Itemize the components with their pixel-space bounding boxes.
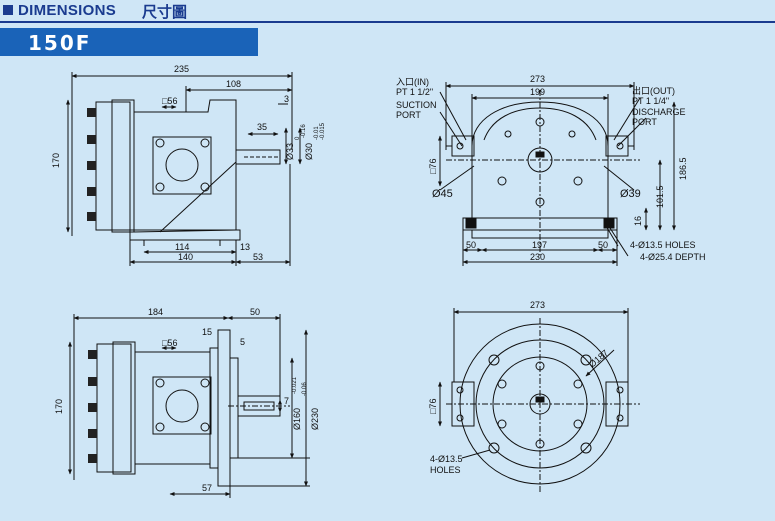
dim-50: 50 xyxy=(250,307,260,317)
header-rule xyxy=(0,21,775,23)
dim-184: 184 xyxy=(148,307,163,317)
dim-7-tol: -0.021 xyxy=(292,376,298,394)
view-top-left xyxy=(66,72,302,266)
dim-199: 199 xyxy=(530,87,545,97)
dim-16: 16 xyxy=(633,216,643,226)
dim-15: 15 xyxy=(202,327,212,337)
depth-label: 4-Ø25.4 DEPTH xyxy=(640,252,706,262)
suction-port-label: PORT xyxy=(396,110,421,120)
page-title: DIMENSIONS xyxy=(18,2,117,19)
dim-76-top: □76 xyxy=(428,159,438,174)
dim-56-bottom: □56 xyxy=(162,338,177,348)
header-square-icon xyxy=(3,5,13,15)
dim-187: Ø187 xyxy=(587,348,610,370)
model-number: 150F xyxy=(28,31,92,55)
view-bottom-left-labels: 184 50 15 5 □56 170 7 -0.021 Ø160 -0.06 … xyxy=(54,307,320,493)
view-top-right-labels: 273 199 入口(IN) PT 1 1/2" SUCTION PORT 出口… xyxy=(396,74,706,262)
dim-50-right: 50 xyxy=(598,240,608,250)
suction-label: SUCTION xyxy=(396,100,437,110)
dim-56: □56 xyxy=(162,96,177,106)
out-label: 出口(OUT) xyxy=(632,85,675,96)
page-title-chinese: 尺寸圖 xyxy=(142,3,188,21)
dim-33: Ø33 xyxy=(285,143,295,160)
view-top-right xyxy=(438,82,676,266)
holes-bottom-2: HOLES xyxy=(430,465,461,475)
dim-230-top: 230 xyxy=(530,252,545,262)
dim-76-bottom: □76 xyxy=(428,399,438,414)
dim-235: 235 xyxy=(174,64,189,74)
dim-50-left: 50 xyxy=(466,240,476,250)
dim-5: 5 xyxy=(240,337,245,347)
discharge-label: DISCHARGE xyxy=(632,107,686,117)
dim-140: 140 xyxy=(178,252,193,262)
page-header: DIMENSIONS 尺寸圖 xyxy=(0,0,775,22)
dim-3: 3 xyxy=(284,94,289,104)
in-size: PT 1 1/2" xyxy=(396,87,433,97)
holes-bottom-1: 4-Ø13.5 xyxy=(430,454,463,464)
out-size: PT 1 1/4" xyxy=(632,96,669,106)
dim-7: 7 xyxy=(284,396,289,406)
dim-35: 35 xyxy=(257,122,267,132)
dim-197: 197 xyxy=(532,240,547,250)
discharge-port-label: PORT xyxy=(632,117,657,127)
dim-30-tol-top: -0.01 xyxy=(314,126,320,140)
view-bottom-right-labels: 273 Ø187 □76 4-Ø13.5 HOLES xyxy=(428,300,610,475)
dim-160: Ø160 xyxy=(292,408,302,430)
dim-186-5: 186.5 xyxy=(678,157,688,180)
dim-53: 53 xyxy=(253,252,263,262)
view-top-left-labels: 235 108 3 □56 35 170 Ø33 0 -0.16 Ø30 -0.… xyxy=(51,64,326,262)
dim-39: Ø39 xyxy=(620,188,641,200)
dim-230-bottom: Ø230 xyxy=(310,408,320,430)
dim-33-tol-bot: -0.16 xyxy=(301,124,307,138)
dim-114: 114 xyxy=(175,242,189,252)
view-bottom-right xyxy=(438,308,640,492)
dim-108: 108 xyxy=(226,79,241,89)
in-label: 入口(IN) xyxy=(396,77,429,87)
dim-57: 57 xyxy=(202,483,212,493)
dim-13: 13 xyxy=(240,242,250,252)
dim-45: Ø45 xyxy=(432,188,453,200)
dim-170: 170 xyxy=(51,153,61,168)
dim-30-tol-bot: -0.015 xyxy=(320,122,326,140)
dim-101-5: 101.5 xyxy=(655,185,665,208)
holes-label: 4-Ø13.5 HOLES xyxy=(630,240,696,250)
dim-273-top: 273 xyxy=(530,74,545,84)
dim-33-tol-top: 0 xyxy=(295,136,301,140)
dim-160-tol: -0.06 xyxy=(302,382,308,396)
dim-30: Ø30 xyxy=(304,143,314,160)
model-bar: 150F xyxy=(0,28,258,56)
dim-170-bottom: 170 xyxy=(54,399,64,414)
view-bottom-left xyxy=(68,314,310,498)
dim-273-bottom: 273 xyxy=(530,300,545,310)
